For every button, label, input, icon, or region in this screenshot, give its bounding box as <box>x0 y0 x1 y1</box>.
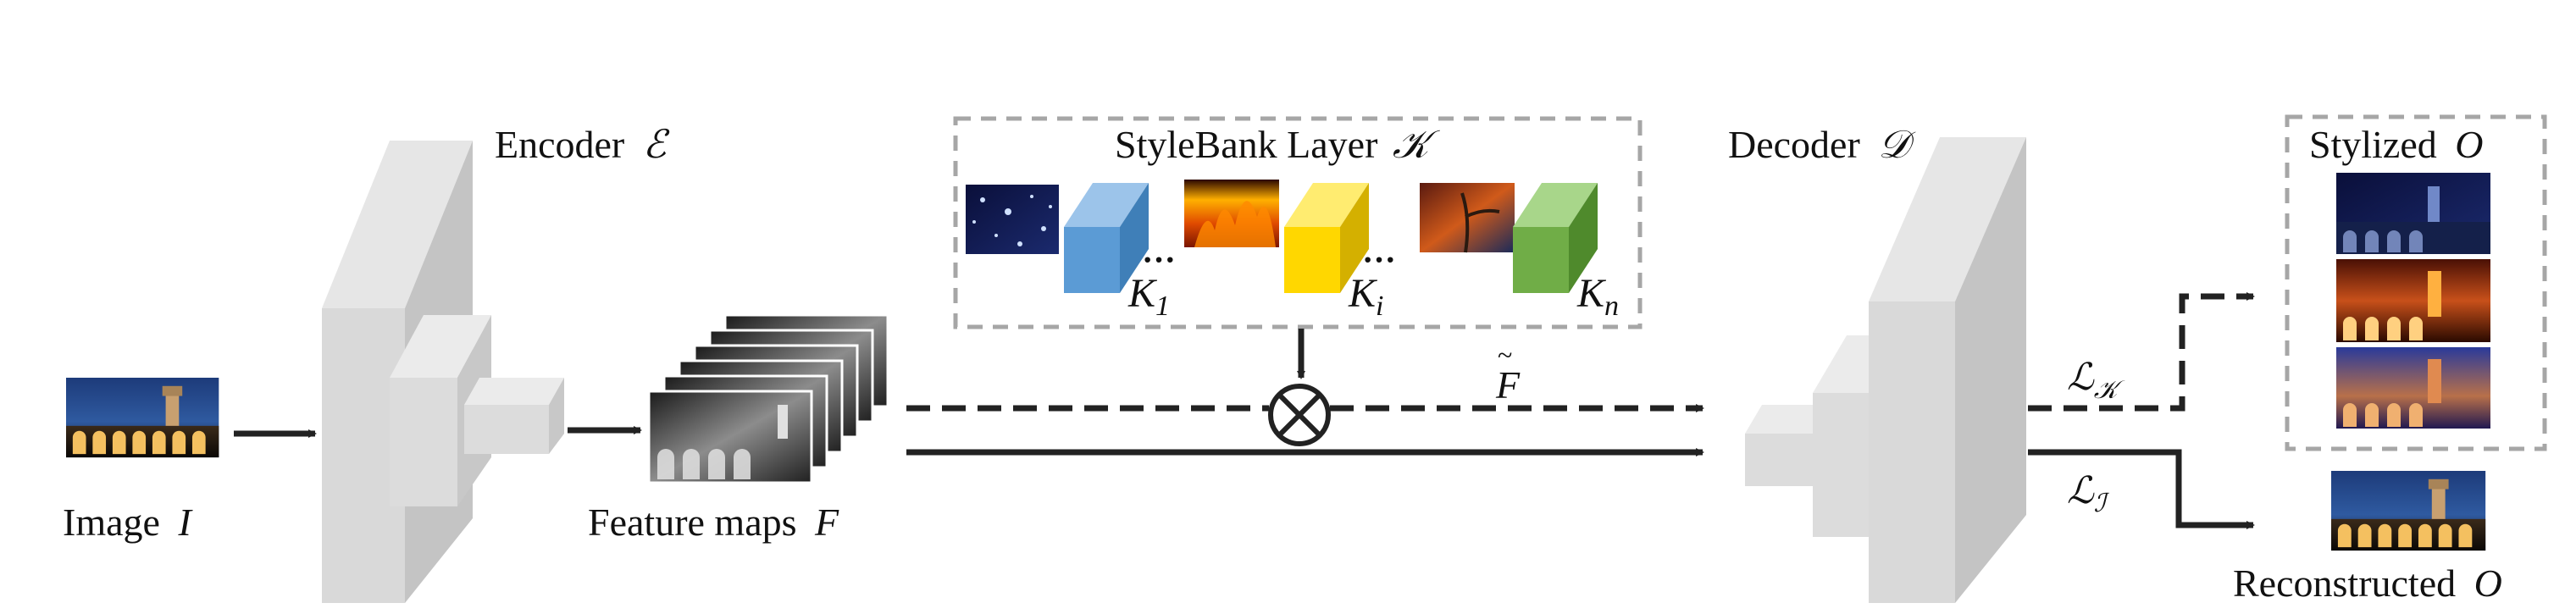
input-image-label: Image I <box>63 501 193 544</box>
style-image-fire <box>1184 180 1279 247</box>
decoder-block <box>1745 137 2026 603</box>
stylized-output-fire <box>2336 259 2490 342</box>
style-image-autumn <box>1420 183 1515 253</box>
reconstructed-label: Reconstructed O <box>2233 561 2502 605</box>
kernel-ki-cube <box>1284 183 1369 293</box>
multiply-operator-icon <box>1268 384 1331 446</box>
solid-arrow-to-reconstructed <box>2028 449 2255 529</box>
kernel-ki-dots: ··· <box>1362 241 1396 279</box>
kernel-k1-cube <box>1064 183 1149 293</box>
kernel-k1-dots: ··· <box>1142 241 1176 279</box>
stylized-output-stars <box>2336 173 2490 254</box>
stylized-box <box>2285 114 2547 451</box>
f-tilde-accent: ~ <box>1498 340 1512 370</box>
reconstructed-output-image <box>2331 471 2486 551</box>
stylized-output-autumn <box>2336 347 2490 429</box>
dashed-arrow-to-stylized <box>2028 292 2255 412</box>
kernel-kn-label: Kn <box>1576 271 1619 322</box>
loss-k-label: ℒ𝒦 <box>2067 356 2125 405</box>
kernel-ki-label: Ki <box>1348 271 1383 322</box>
kernel-kn-cube <box>1513 183 1598 293</box>
encoder-label: Encoder ℰ <box>495 121 670 167</box>
feature-maps-stack <box>647 313 889 484</box>
stylized-label: Stylized O <box>2309 123 2484 166</box>
encoder-block <box>322 141 564 603</box>
feature-maps-label: Feature maps F <box>588 501 839 544</box>
kernel-k1-label: K1 <box>1127 271 1170 322</box>
loss-i-label: ℒℐ <box>2067 469 2110 518</box>
input-image <box>66 378 219 458</box>
style-image-stars <box>966 185 1059 254</box>
stylebank-layer-label: StyleBank Layer 𝒦 <box>1115 121 1441 167</box>
f-tilde-label: F <box>1495 363 1521 407</box>
decoder-label: Decoder 𝒟 <box>1728 121 1916 167</box>
stylebank-layer-box <box>953 116 1643 329</box>
